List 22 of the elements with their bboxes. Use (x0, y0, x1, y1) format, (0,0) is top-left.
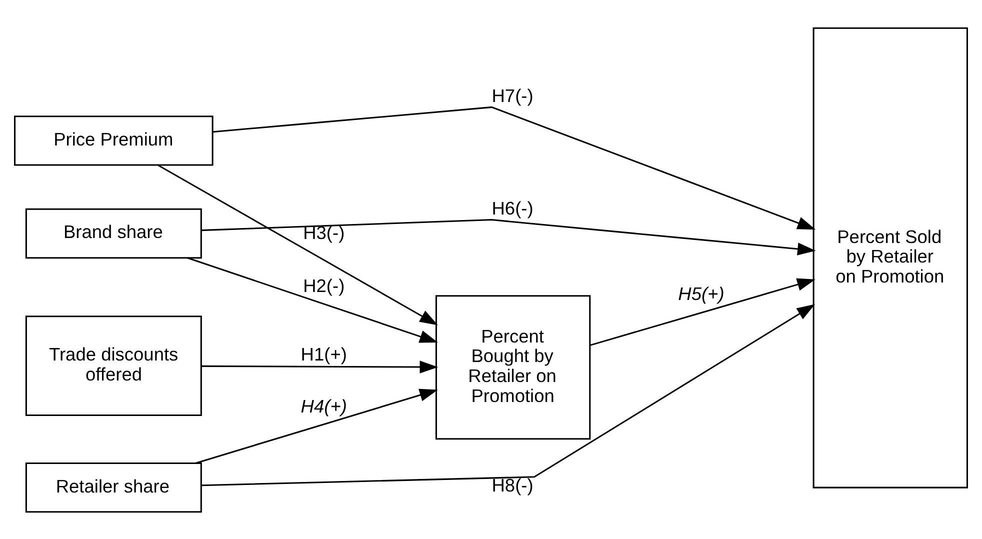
edge-label: H2(-) (303, 274, 345, 296)
arrow (201, 218, 816, 255)
arrow (187, 256, 438, 342)
node-box: Trade discounts offered (25, 315, 202, 416)
node-box: Percent Sold by Retailer on Promotion (812, 26, 968, 488)
edge-label: H3(-) (303, 221, 345, 242)
edge-label: H1(+) (300, 343, 347, 364)
node-box: Price Premium (14, 115, 214, 166)
arrow (201, 360, 438, 373)
node-box: Percent Bought by Retailer on Promotion (435, 294, 591, 440)
arrow (212, 106, 816, 230)
arrow (196, 388, 438, 464)
edge-label: H6(-) (492, 197, 534, 218)
arrow (201, 304, 816, 486)
edge-label: H4(+) (300, 394, 347, 416)
node-box: Retailer share (25, 462, 202, 512)
arrow (158, 164, 438, 325)
edge-label: H5(+) (678, 282, 724, 304)
arrow (590, 278, 816, 346)
edge-label: H7(-) (492, 84, 534, 106)
edge-label: H8(-) (492, 474, 534, 496)
node-box: Brand share (25, 208, 202, 258)
